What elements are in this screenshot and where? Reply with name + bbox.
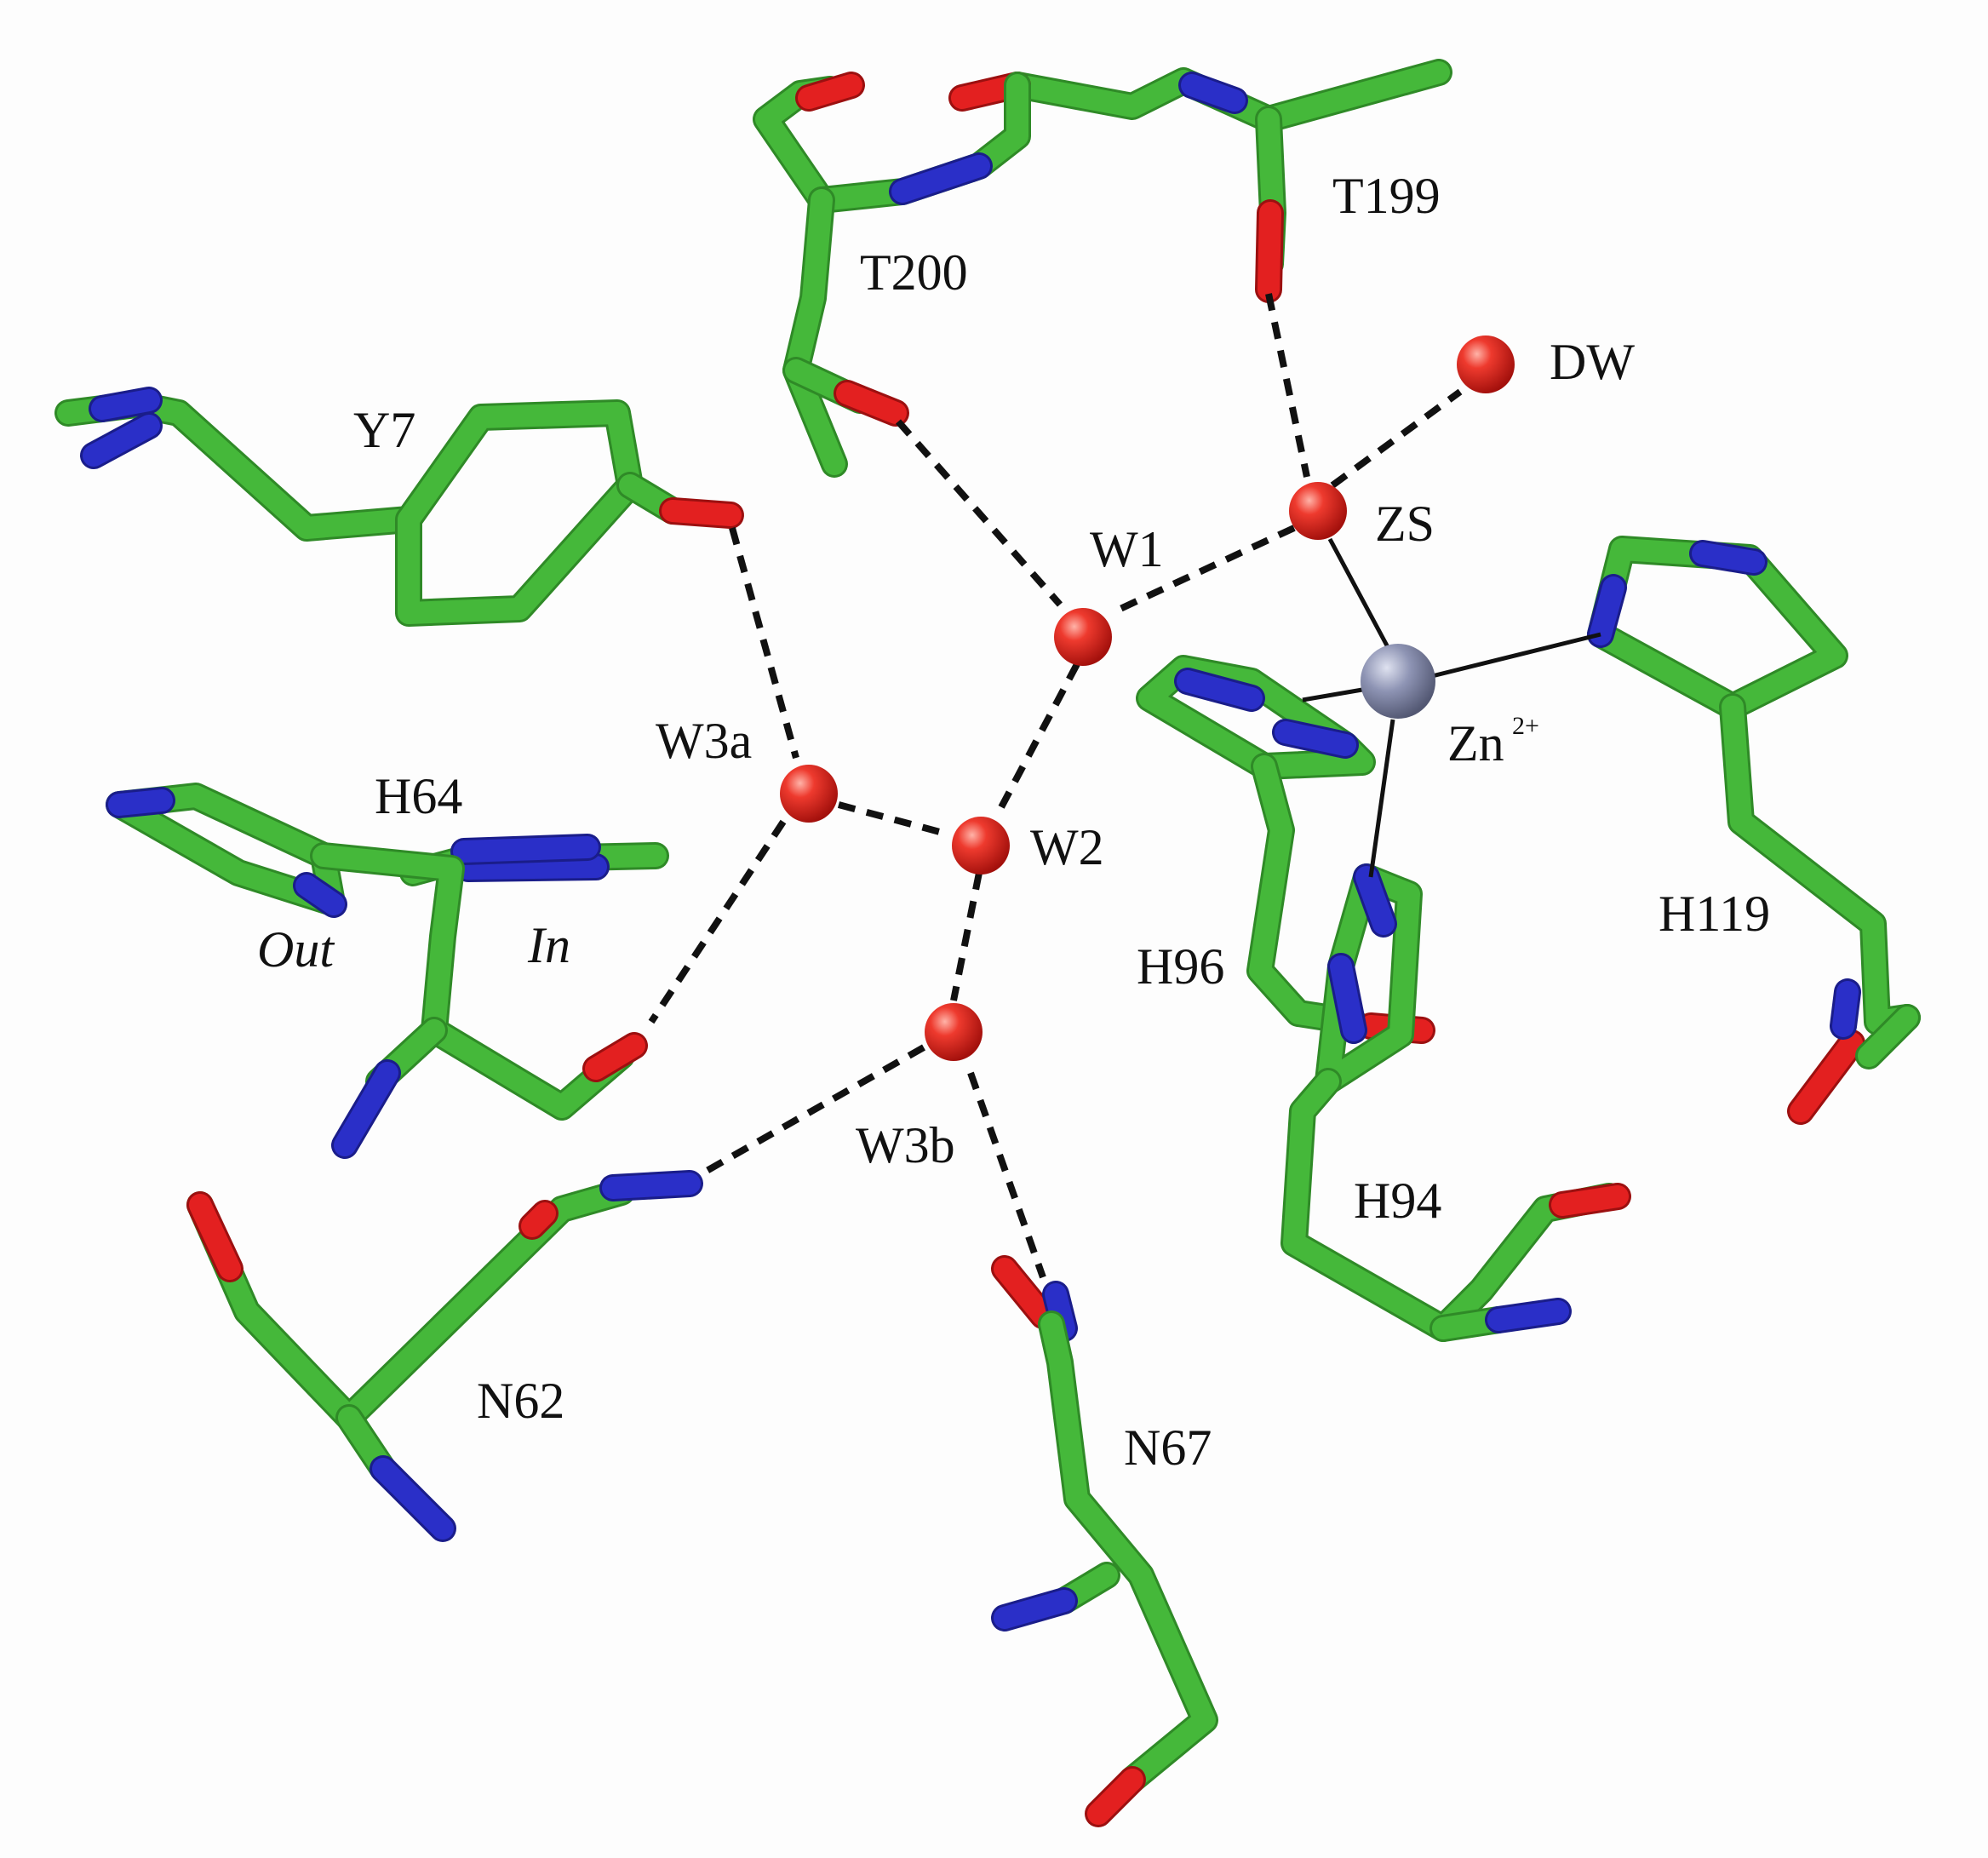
h94-ring <box>1317 866 1420 1092</box>
water-dw <box>1457 335 1515 393</box>
hbond-w3a-w2 <box>837 801 951 838</box>
n62-nitrogen <box>602 1173 701 1199</box>
water-w2 <box>952 817 1010 875</box>
hbond-zs-w1 <box>1109 525 1296 616</box>
hbond-y7-w3a <box>729 526 799 760</box>
y7-nitrogen-2 <box>91 389 160 420</box>
label-t199: T199 <box>1332 168 1441 224</box>
hbond-w3b-n62 <box>705 1044 925 1174</box>
h119-ring-n1 <box>1590 576 1624 645</box>
label-w3b: W3b <box>856 1117 955 1173</box>
n62-carbonyl-o <box>189 1194 241 1280</box>
residue-sticks <box>54 59 1921 1827</box>
h64-sidechain <box>312 845 633 1118</box>
residue-n62 <box>186 1170 703 1542</box>
h119-carbonyl <box>1858 1006 1918 1067</box>
label-w2: W2 <box>1030 819 1104 875</box>
hydrogen-bonds <box>648 293 1463 1279</box>
h119-ring-n2 <box>1692 542 1765 573</box>
h96-sidechain <box>1249 755 1365 1033</box>
y7-oxygen <box>662 500 742 526</box>
hbond-t200-w1 <box>896 419 1063 607</box>
coord-zn-zs <box>1327 537 1390 649</box>
h94-oxygen <box>1551 1185 1629 1216</box>
t200-nitrogen <box>891 155 990 203</box>
coord-zn-h119 <box>1428 632 1601 680</box>
label-in: In <box>527 917 570 973</box>
water-w1 <box>1054 608 1112 666</box>
residue-t199 <box>948 59 1452 303</box>
h119-ring <box>1590 538 1846 718</box>
label-t200: T200 <box>860 244 968 301</box>
h64-sidechain-shade <box>310 842 635 1121</box>
label-w3a: W3a <box>656 713 752 769</box>
n67-chain <box>1040 1313 1216 1791</box>
h64-nitrogen <box>334 1062 398 1156</box>
water-zs <box>1289 482 1347 540</box>
n62-amide-n <box>372 1458 454 1540</box>
atoms <box>780 335 1515 1061</box>
n67-terminal-o <box>1087 1769 1143 1825</box>
y7-nitrogen-1 <box>83 415 160 467</box>
residue-t200 <box>753 72 1031 478</box>
residue-h94 <box>1280 863 1631 1342</box>
zinc-coordination-bonds <box>1302 537 1601 878</box>
h64-oxygen <box>585 1035 645 1080</box>
t199-oxygen <box>1258 202 1281 301</box>
n67-oxygen <box>994 1258 1054 1327</box>
t200-sidechain <box>785 189 845 475</box>
residue-h64 <box>106 783 669 1159</box>
label-zn: Zn <box>1447 715 1504 771</box>
coord-zn-h96 <box>1302 687 1363 702</box>
n62-oxygen-top <box>521 1202 556 1237</box>
t200-carbonyl-o <box>798 74 862 109</box>
h96-ring-n1 <box>1177 670 1263 709</box>
h119-oxygen <box>1790 1032 1863 1122</box>
h64-ring-in-n2 <box>453 836 599 863</box>
hbond-w3b-n67 <box>967 1071 1046 1279</box>
t199-nitrogen <box>1181 74 1246 112</box>
label-zn-charge: 2+ <box>1512 712 1539 740</box>
h119-nitrogen <box>1832 981 1859 1037</box>
h96-ring-n2 <box>1275 721 1356 756</box>
h119-sidechain <box>1722 696 1918 1033</box>
label-out: Out <box>257 921 335 978</box>
label-h94: H94 <box>1354 1173 1441 1229</box>
zinc-ion <box>1361 644 1435 719</box>
h64-ring-out-n1 <box>108 789 173 816</box>
label-h119: H119 <box>1659 886 1770 942</box>
hbond-w2-w3b <box>950 872 983 1001</box>
label-y7: Y7 <box>353 402 415 458</box>
hbond-zs-dw <box>1330 388 1463 489</box>
h94-ring-n2 <box>1330 955 1365 1041</box>
h64-ring-in-n <box>457 856 607 880</box>
residue-n67 <box>991 1255 1218 1827</box>
label-w1: W1 <box>1090 521 1164 577</box>
residue-y7 <box>54 387 744 627</box>
h94-ring-n1 <box>1355 866 1395 935</box>
label-dw: DW <box>1550 334 1635 390</box>
label-n67: N67 <box>1124 1419 1212 1476</box>
label-h64: H64 <box>375 768 462 824</box>
hbond-w1-w2 <box>997 662 1080 811</box>
label-zs: ZS <box>1375 496 1435 552</box>
t200-oxygen <box>836 382 907 424</box>
labels: T199 T200 DW Y7 W1 ZS Zn 2+ W3a H64 W2 O… <box>257 168 1770 1476</box>
h64-ring-out-n2 <box>295 875 345 915</box>
residue-h119 <box>1587 536 1921 1125</box>
n67-amide-n <box>994 1590 1075 1629</box>
h94-amide-n <box>1487 1300 1569 1331</box>
coord-zn-h94 <box>1368 719 1395 878</box>
hbond-w3a-h64 <box>648 819 787 1024</box>
label-n62: N62 <box>477 1373 564 1429</box>
label-h96: H96 <box>1137 938 1224 995</box>
h64-ring-out <box>108 785 343 914</box>
water-w3b <box>925 1003 983 1061</box>
water-w3a <box>780 765 838 823</box>
y7-ring <box>398 402 641 624</box>
hbond-t199-zs <box>1265 293 1310 478</box>
